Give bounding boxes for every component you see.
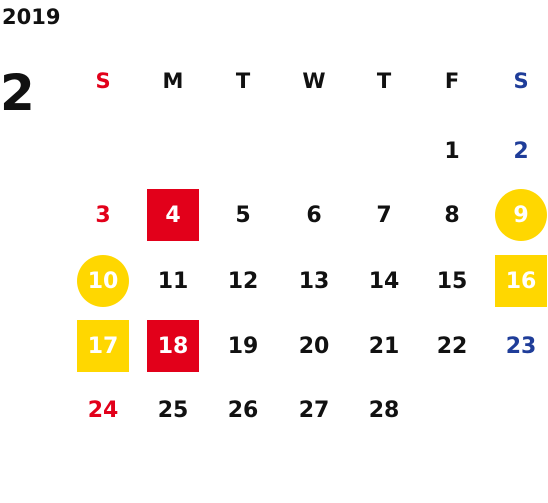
day-cell-7: 7 (376, 202, 392, 228)
day-cell-9: 9 (495, 189, 547, 241)
weekday-header-6: S (513, 69, 529, 93)
day-cell-16: 16 (495, 255, 547, 307)
day-cell-20: 20 (298, 333, 330, 359)
day-cell-15: 15 (436, 268, 468, 294)
day-cell-10: 10 (77, 255, 129, 307)
day-cell-28: 28 (368, 397, 400, 423)
day-cell-25: 25 (157, 397, 189, 423)
calendar-month: 2 (0, 64, 35, 122)
day-cell-23: 23 (505, 333, 537, 359)
weekday-header-2: T (235, 69, 251, 93)
calendar-year: 2019 (2, 5, 61, 29)
day-cell-1: 1 (444, 138, 460, 164)
weekday-header-3: W (302, 69, 326, 93)
day-cell-22: 22 (436, 333, 468, 359)
day-cell-13: 13 (298, 268, 330, 294)
day-cell-14: 14 (368, 268, 400, 294)
day-cell-6: 6 (306, 202, 322, 228)
day-cell-18: 18 (147, 320, 199, 372)
day-cell-8: 8 (444, 202, 460, 228)
day-cell-21: 21 (368, 333, 400, 359)
day-cell-12: 12 (227, 268, 259, 294)
weekday-header-4: T (376, 69, 392, 93)
day-cell-3: 3 (95, 202, 111, 228)
day-cell-27: 27 (298, 397, 330, 423)
day-cell-19: 19 (227, 333, 259, 359)
day-cell-24: 24 (87, 397, 119, 423)
weekday-header-1: M (162, 69, 184, 93)
day-cell-4: 4 (147, 189, 199, 241)
weekday-header-0: S (95, 69, 111, 93)
day-cell-5: 5 (235, 202, 251, 228)
day-cell-2: 2 (513, 138, 529, 164)
day-cell-11: 11 (157, 268, 189, 294)
day-cell-17: 17 (77, 320, 129, 372)
day-cell-26: 26 (227, 397, 259, 423)
weekday-header-5: F (444, 69, 460, 93)
